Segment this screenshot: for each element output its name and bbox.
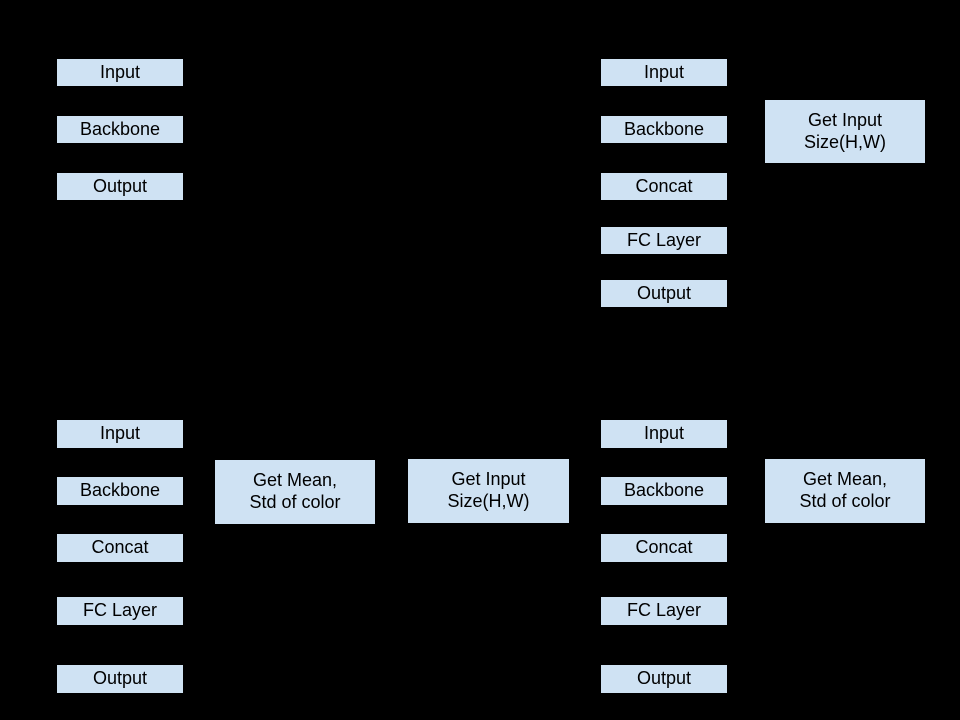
top-right-output-box: Output <box>601 280 727 307</box>
top-left-backbone-box: Backbone <box>57 116 183 143</box>
top-right-input-box: Input <box>601 59 727 86</box>
bottom-left-backbone-box: Backbone <box>57 477 183 505</box>
bottom-left-concat-box: Concat <box>57 534 183 562</box>
bottom-right-fc-layer-box: FC Layer <box>601 597 727 625</box>
top-left-output-box: Output <box>57 173 183 200</box>
top-right-fc-layer-box: FC Layer <box>601 227 727 254</box>
top-right-get-input-size-box: Get Input Size(H,W) <box>765 100 925 163</box>
bottom-right-get-mean-std-box: Get Mean, Std of color <box>765 459 925 523</box>
bottom-right-output-box: Output <box>601 665 727 693</box>
bottom-right-concat-box: Concat <box>601 534 727 562</box>
top-left-input-box: Input <box>57 59 183 86</box>
bottom-right-backbone-box: Backbone <box>601 477 727 505</box>
bottom-left-input-box: Input <box>57 420 183 448</box>
bottom-left-output-box: Output <box>57 665 183 693</box>
top-right-concat-box: Concat <box>601 173 727 200</box>
bottom-right-input-box: Input <box>601 420 727 448</box>
top-right-backbone-box: Backbone <box>601 116 727 143</box>
bottom-left-get-input-size-box: Get Input Size(H,W) <box>408 459 569 523</box>
bottom-left-fc-layer-box: FC Layer <box>57 597 183 625</box>
bottom-left-get-mean-std-box: Get Mean, Std of color <box>215 460 375 524</box>
